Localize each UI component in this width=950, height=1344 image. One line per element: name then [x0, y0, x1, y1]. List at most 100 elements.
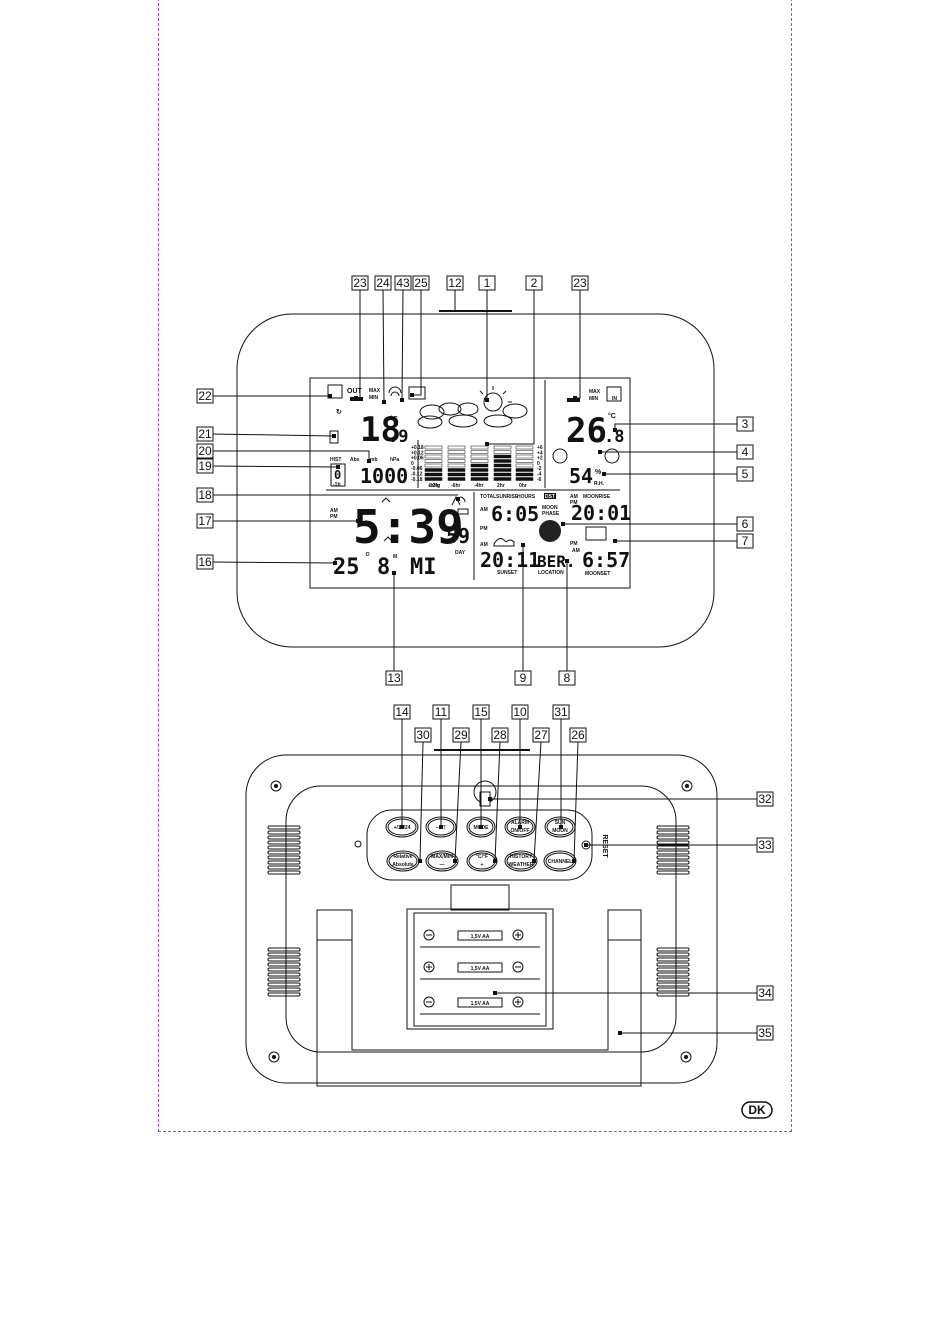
pressure-bar-cell: [515, 445, 534, 450]
date-day: 25: [333, 555, 360, 580]
day-label: DAY: [455, 550, 466, 556]
history-weather-button-label: HISTORY: [510, 854, 533, 860]
svg-text:21: 21: [198, 427, 212, 441]
svg-text:5: 5: [742, 467, 749, 481]
in-house-icon: [606, 386, 622, 402]
out-house-icon: [327, 384, 343, 399]
vent-slot: [267, 860, 301, 865]
lcd-frame: [309, 377, 631, 589]
svg-text:35: 35: [758, 1026, 772, 1040]
vent-slot: [656, 840, 690, 845]
in-temp: 26: [566, 411, 607, 451]
battery: 1,5V AA: [420, 961, 540, 980]
celsius-fahrenheit-button-label: °C/°F: [476, 854, 488, 860]
channel-button-label: CHANNEL: [548, 859, 572, 865]
channel-button[interactable]: CHANNEL: [543, 850, 577, 872]
svg-text:26: 26: [571, 728, 585, 742]
mb-label: mb: [370, 457, 378, 463]
vent-slot: [267, 845, 301, 850]
sunrise-time: 6:05: [491, 502, 539, 526]
svg-text:43: 43: [396, 276, 410, 290]
pressure-bar-cell: [447, 463, 466, 468]
weekday: MI: [410, 555, 437, 580]
vent-slot: [656, 982, 690, 987]
vent-slot: [267, 972, 301, 977]
stand-hinge: [450, 884, 510, 911]
out-label: OUT: [347, 388, 363, 395]
vent-slot: [267, 850, 301, 855]
moon-am-label: AM: [570, 494, 578, 500]
minus-terminal-icon: [423, 929, 435, 941]
in-min-label: MIN: [589, 396, 599, 402]
sunset-label: SUNSET: [497, 570, 517, 576]
vent-slot: [267, 992, 301, 997]
moonset-icon: [585, 526, 607, 541]
callout-top-4: 12: [446, 275, 464, 291]
date-month: 8: [377, 555, 390, 580]
svg-text:18: 18: [198, 488, 212, 502]
sunset-am-label: AM: [480, 542, 488, 548]
svg-text:15: 15: [474, 705, 488, 719]
pressure-bar-cell: [424, 472, 443, 477]
svg-text:22: 22: [198, 389, 212, 403]
celsius-fahrenheit-button[interactable]: °C/°F +: [466, 850, 498, 872]
bar-left-label: +0.06: [411, 456, 424, 462]
callout-top-1: 24: [374, 275, 392, 404]
callout-back-right-3: 35: [618, 1025, 774, 1041]
bar-left-label: -0.06: [411, 466, 423, 472]
sad-face-icon: [552, 448, 568, 464]
callout-left-0: 22: [196, 388, 332, 404]
bar-left-label: +0.18: [411, 445, 424, 451]
pressure-bar-cell: [515, 477, 534, 481]
moon-phase-label: MOON: [542, 505, 558, 511]
vent-slot: [656, 825, 690, 830]
celsius-fahrenheit-button-label: +: [481, 862, 484, 868]
callout-right-0: 3: [613, 416, 754, 432]
vent-slot: [267, 947, 301, 952]
svg-text:33: 33: [758, 838, 772, 852]
callout-right-2: 5: [602, 466, 754, 482]
battery-label: 1,5V AA: [471, 966, 490, 972]
vent-slot: [656, 830, 690, 835]
moon-pm-label: PM: [570, 500, 578, 506]
vent-slot: [267, 855, 301, 860]
time-seconds: 59: [446, 524, 470, 548]
battery-compartment: [406, 908, 554, 1030]
in-label: IN: [612, 396, 617, 402]
callout-back2-3: 27: [532, 727, 550, 863]
pressure-bar-cell: [470, 463, 489, 468]
happy-face-icon: [604, 448, 620, 464]
callout-back1-4: 31: [552, 704, 570, 829]
alert-icon: [408, 386, 426, 400]
vent-slot: [656, 957, 690, 962]
out-min-label: MIN: [369, 395, 379, 401]
hist-label: HIST: [330, 457, 341, 463]
callout-back2-0: 30: [414, 727, 432, 863]
callout-left-6: 16: [196, 554, 337, 570]
vent-slot: [267, 952, 301, 957]
svg-text:7: 7: [742, 534, 749, 548]
callout-back1-3: 10: [511, 704, 529, 829]
pressure-bar-cell: [493, 472, 512, 477]
plus-terminal-icon: [512, 929, 524, 941]
location-code: BER.: [537, 552, 576, 571]
minus-terminal-icon: [512, 961, 524, 973]
moon2-am-label: AM: [572, 548, 580, 554]
pressure-bar-cell: [470, 477, 489, 481]
vent-slot: [656, 967, 690, 972]
svg-text:16: 16: [198, 555, 212, 569]
svg-text:23: 23: [353, 276, 367, 290]
vent-slot: [267, 830, 301, 835]
vent-slots: [267, 825, 690, 997]
sun-pm-label: PM: [480, 526, 488, 532]
minus-terminal-icon: [423, 996, 435, 1008]
vent-slot: [656, 845, 690, 850]
callout-bottom-2: 8: [558, 559, 576, 686]
battery-label: 1,5V AA: [471, 1001, 490, 1007]
bar-left-label: +0.12: [411, 450, 424, 456]
callout-top-6: 2: [485, 275, 543, 446]
humidity-pct: %: [595, 469, 602, 476]
